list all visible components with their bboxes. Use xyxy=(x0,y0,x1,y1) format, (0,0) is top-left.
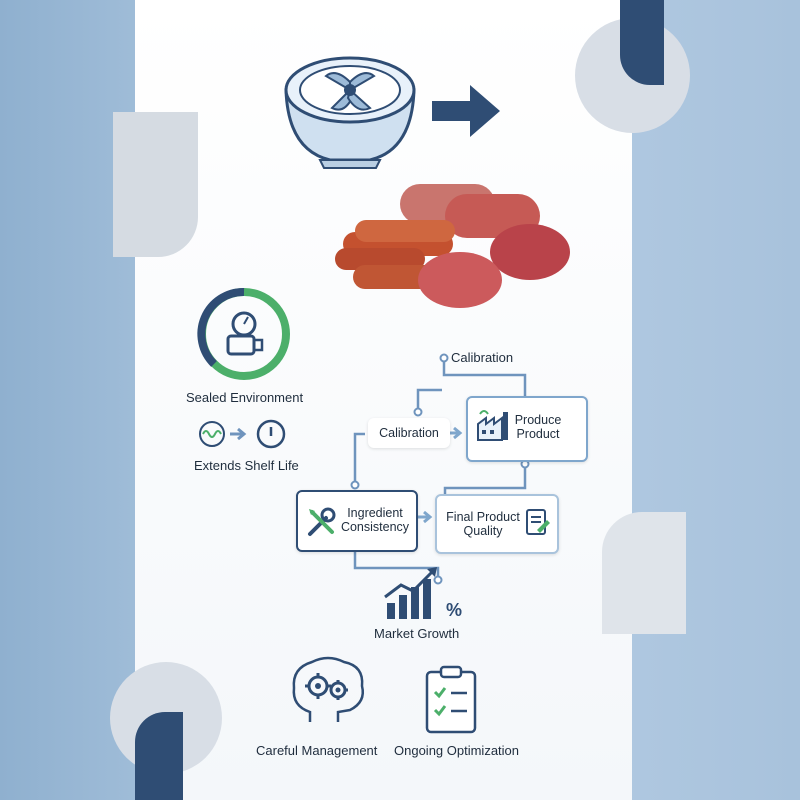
ingredient-consistency-box: Ingredient Consistency xyxy=(296,490,418,552)
calibration-top-label: Calibration xyxy=(451,350,514,365)
percent-sign: % xyxy=(446,600,463,620)
timer-icon xyxy=(256,419,286,449)
careful-management-label: Careful Management xyxy=(256,743,378,758)
sealed-environment-label: Sealed Environment xyxy=(186,390,304,405)
decor-block-right xyxy=(602,512,686,634)
ingredient-consistency-label: Ingredient Consistency xyxy=(340,506,410,534)
extends-shelf-life-label: Extends Shelf Life xyxy=(194,458,299,473)
produce-product-label: Produce Product xyxy=(514,413,562,441)
decor-block-top-right xyxy=(620,0,664,85)
calibration-box: Calibration xyxy=(368,418,450,448)
wave-arrow-icon xyxy=(199,421,247,447)
decor-block-bottom-left xyxy=(135,712,183,800)
final-product-quality-box: Final Product Quality xyxy=(435,494,559,554)
decor-block-top-left xyxy=(113,112,198,257)
calibration-mid-label: Calibration xyxy=(379,426,439,440)
document-check-icon xyxy=(526,509,550,535)
gauge-ring-icon xyxy=(197,287,290,380)
ongoing-optimization-label: Ongoing Optimization xyxy=(394,743,520,758)
brain-gears-icon xyxy=(292,656,364,722)
tools-icon xyxy=(308,507,336,536)
arrow-right-icon xyxy=(432,85,500,137)
market-growth-label: Market Growth xyxy=(374,626,460,641)
meat-products-image xyxy=(335,184,570,308)
final-product-quality-label: Final Product Quality xyxy=(446,510,520,538)
checklist-icon xyxy=(425,665,477,734)
bar-chart-growth-icon xyxy=(384,567,437,619)
produce-product-box: Produce Product xyxy=(466,396,588,462)
factory-icon xyxy=(477,410,508,441)
mixer-bowl-icon xyxy=(284,56,416,169)
